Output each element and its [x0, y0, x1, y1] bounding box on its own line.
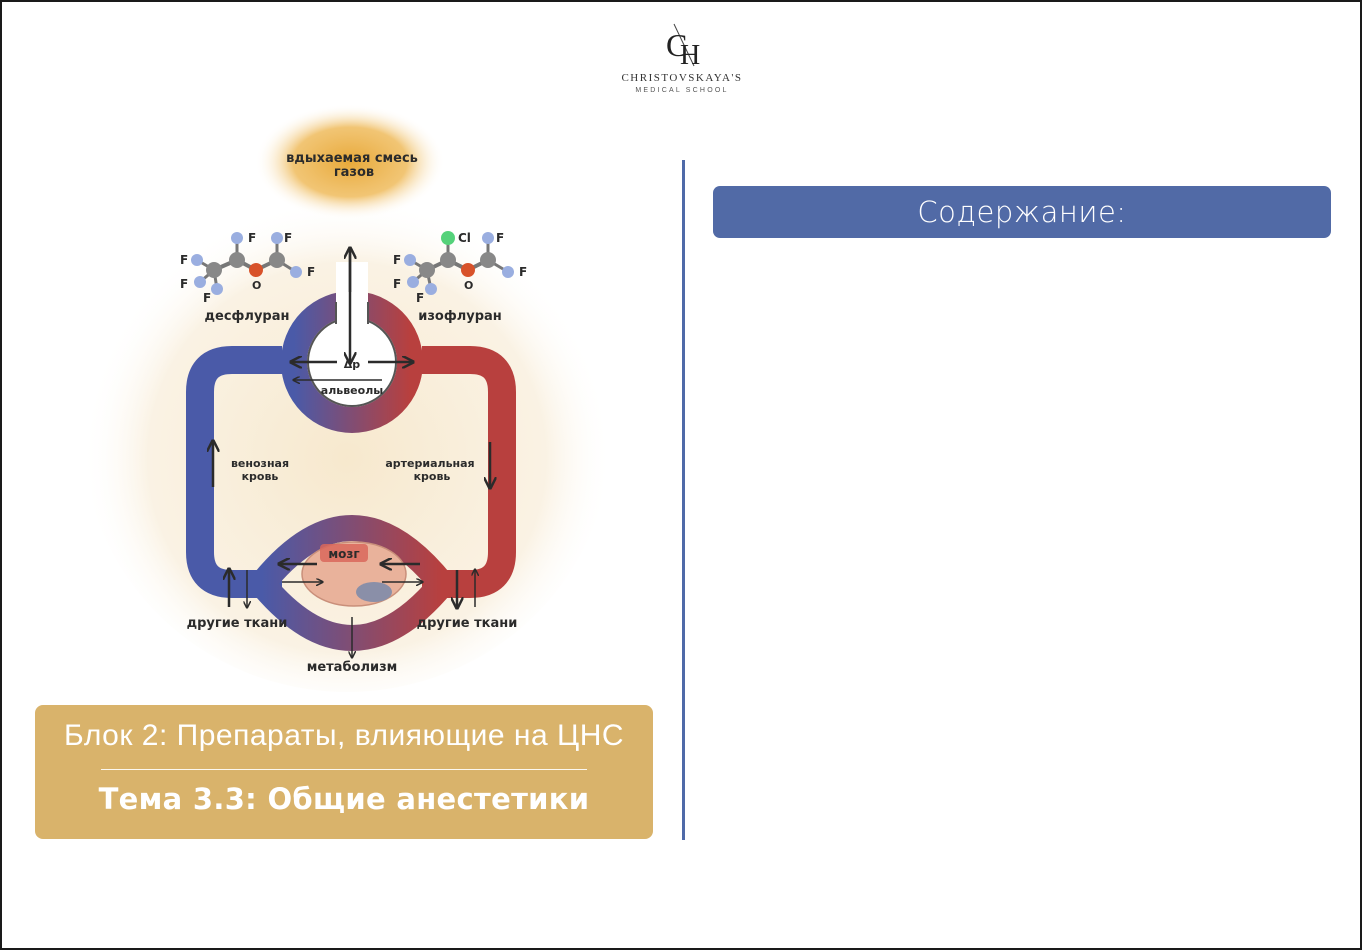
svg-text:F: F — [284, 231, 292, 245]
svg-text:H: H — [680, 40, 700, 71]
other-tissues-left-label: другие ткани — [187, 616, 288, 631]
topic-title: Тема 3.3: Общие анестетики — [98, 782, 590, 816]
brain-capillary — [245, 515, 459, 651]
logo-subtitle: MEDICAL SCHOOL — [635, 87, 729, 94]
ch-monogram-icon: C H — [666, 23, 700, 71]
svg-text:Cl: Cl — [458, 231, 471, 245]
svg-text:F: F — [519, 265, 527, 279]
arterial-label-2: кровь — [414, 470, 451, 483]
svg-text:F: F — [248, 231, 256, 245]
alveoli-label: альвеолы — [321, 384, 383, 397]
svg-text:F: F — [393, 253, 401, 267]
svg-text:F: F — [180, 253, 188, 267]
other-tissues-right-label: другие ткани — [417, 616, 518, 631]
venous-label-2: кровь — [242, 470, 279, 483]
isoflurane-molecule: Cl F F F F F O изофлуран — [393, 231, 527, 324]
svg-text:O: O — [252, 279, 261, 292]
isoflurane-label: изофлуран — [418, 309, 502, 324]
inhaled-gas-glow — [255, 104, 445, 220]
vertical-divider — [682, 160, 685, 840]
arterial-label-1: артериальная — [385, 457, 474, 470]
svg-text:F: F — [180, 277, 188, 291]
cerebellum — [356, 582, 392, 602]
inhaled-gas-label-2: газов — [334, 165, 374, 180]
arterial-vessel — [422, 346, 516, 598]
title-box: Блок 2: Препараты, влияющие на ЦНС Тема … — [35, 705, 653, 839]
desflurane-label: десфлуран — [205, 309, 290, 324]
title-divider — [101, 769, 587, 770]
contents-heading: Содержание: — [713, 186, 1331, 238]
svg-text:F: F — [307, 265, 315, 279]
school-logo: C H CHRISTOVSKAYA'S MEDICAL SCHOOL — [602, 20, 762, 110]
anesthetic-uptake-diagram: вдыхаемая смесь газов мозг Δp альвеолы — [82, 104, 612, 692]
svg-text:F: F — [416, 291, 424, 305]
logo-name: CHRISTOVSKAYA'S — [621, 72, 743, 84]
inhaled-gas-label-1: вдыхаемая смесь — [286, 151, 418, 166]
svg-text:F: F — [393, 277, 401, 291]
delta-p-label: Δp — [344, 358, 361, 371]
airway — [336, 262, 368, 322]
metabolism-label: метаболизм — [307, 660, 398, 675]
svg-text:F: F — [496, 231, 504, 245]
venous-label-1: венозная — [231, 457, 289, 470]
desflurane-molecule: F F F F F F O десфлуран — [180, 231, 315, 324]
block-title: Блок 2: Препараты, влияющие на ЦНС — [63, 719, 625, 752]
svg-text:F: F — [203, 291, 211, 305]
brain-label: мозг — [328, 547, 359, 561]
svg-text:O: O — [464, 279, 473, 292]
svg-text:C: C — [666, 27, 687, 63]
venous-vessel — [186, 346, 282, 598]
